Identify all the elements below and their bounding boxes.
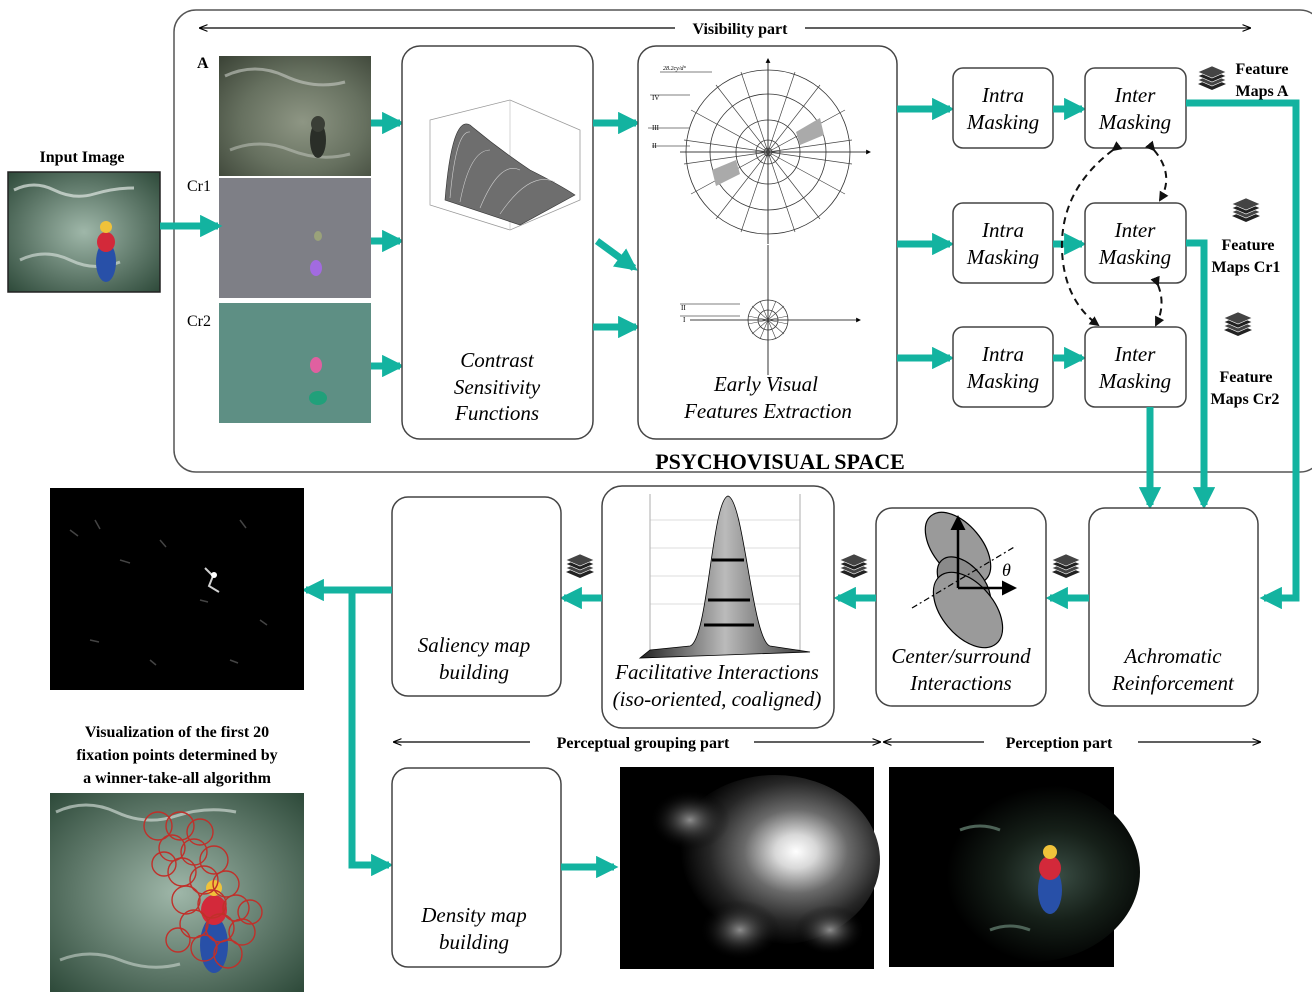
maps-stack-icon-2 [839,553,869,579]
theta-symbol: θ [1002,560,1011,580]
channel-image-cr1 [219,178,371,298]
density-line-2: building [439,930,509,954]
csf-block: Contrast Sensitivity Functions [401,45,594,440]
feature-maps-cr2-icon [1223,311,1253,337]
saliency-line-1: Saliency map [418,633,531,657]
channel-label-a: A [197,55,209,72]
center-surround-line-2: Interactions [909,671,1011,695]
achromatic-line-2: Reinforcement [1111,671,1235,695]
saliency-line-2: building [439,660,509,684]
saliency-map-building-block: Saliency map building [391,496,562,697]
visibility-part-label: Visibility part [693,21,789,38]
inter-masking-block-1: Inter Masking [1084,67,1187,149]
facilitative-peak-plot [638,494,811,659]
achromatic-line-1: Achromatic [1122,644,1222,668]
intra-masking-2-line-1: Intra [981,218,1024,242]
center-surround-block: θ Center/surround Interactions [875,507,1047,707]
achromatic-reinforcement-block: Achromatic Reinforcement [1088,507,1259,707]
feature-maps-cr2-line-1: Feature [1219,369,1272,386]
maps-stack-icon-1 [1051,553,1081,579]
intra-masking-1-line-1: Intra [981,83,1024,107]
intra-masking-1-line-2: Masking [966,110,1039,134]
inter-masking-2-line-1: Inter [1114,218,1157,242]
svg-text:I: I [683,316,686,324]
feature-maps-cr1-line-1: Feature [1221,237,1274,254]
intra-masking-2-line-2: Masking [966,245,1039,269]
intra-masking-3-line-2: Masking [966,369,1039,393]
intra-masking-3-line-1: Intra [981,342,1024,366]
input-image-label: Input Image [40,149,125,166]
maps-stack-icon-3 [565,553,595,579]
feature-maps-a-line-1: Feature [1235,61,1288,78]
center-surround-ellipses-icon: θ [911,511,1017,649]
visualization-caption-line-2: fixation points determined by [76,747,277,764]
inter-masking-2-line-2: Masking [1098,245,1171,269]
feature-maps-cr1-icon [1231,197,1261,223]
facilitative-line-1: Facilitative Interactions [614,660,819,684]
channel-image-cr2 [219,303,371,423]
csf-line-2: Sensitivity [454,375,541,399]
fixation-circles [143,811,263,969]
channel-image-a [219,56,371,176]
facilitative-interactions-block: Facilitative Interactions (iso-oriented,… [601,485,835,729]
density-line-1: Density map [420,903,527,927]
center-surround-line-1: Center/surround [891,644,1031,668]
saliency-map-image [50,488,304,690]
inter-masking-3-line-1: Inter [1114,342,1157,366]
inter-masking-dashed-interactions [1060,140,1169,327]
input-image [7,171,161,293]
svg-text:III: III [652,124,660,132]
inter-masking-1-line-2: Masking [1098,110,1171,134]
inter-masking-3-line-2: Masking [1098,369,1171,393]
intra-masking-block-3: Intra Masking [952,326,1054,408]
visualization-caption-line-3: a winner-take-all algorithm [83,770,272,787]
feature-maps-a-icon [1197,65,1227,91]
svg-text:28.2cy/d°: 28.2cy/d° [663,65,686,72]
svg-text:II: II [681,304,686,312]
evfe-line-2: Features Extraction [683,399,852,423]
evfe-block: 28.2cy/d° IV III II II I Early Visual Fe… [637,45,898,440]
evfe-polar-grid-large: 28.2cy/d° IV III II [648,58,871,244]
csf-line-1: Contrast [460,348,535,372]
psychovisual-space-frame [173,9,1312,473]
density-map-image [620,767,880,969]
feature-maps-a-line-2: Maps A [1236,83,1289,100]
perceptual-grouping-label: Perceptual grouping part [557,735,730,752]
csf-to-evfe-arrow-2 [594,238,638,271]
feature-maps-cr2-line-2: Maps Cr2 [1211,391,1280,408]
inter-masking-block-2: Inter Masking [1084,202,1187,284]
channel-label-cr2: Cr2 [187,313,211,330]
feature-maps-cr1-line-2: Maps Cr1 [1212,259,1281,276]
inter-masking-block-3: Inter Masking [1084,326,1187,408]
fixation-visualization-image [50,793,304,992]
visualization-caption-line-1: Visualization of the first 20 [85,724,269,741]
facilitative-line-2: (iso-oriented, coaligned) [613,687,822,711]
evfe-line-1: Early Visual [713,372,818,396]
svg-text:II: II [652,142,657,150]
channel-label-cr1: Cr1 [187,178,211,195]
perception-image [889,767,1140,967]
maps-a-to-achromatic-arrow [1186,99,1300,610]
density-map-building-block: Density map building [391,767,562,968]
saliency-to-density-arrow [348,590,394,877]
psychovisual-space-title: PSYCHOVISUAL SPACE [655,449,905,474]
csf-surface-plot [429,99,581,231]
intra-masking-block-1: Intra Masking [952,67,1054,149]
maps-cr1-to-achromatic-arrow [1186,239,1216,510]
intra-masking-block-2: Intra Masking [952,202,1054,284]
csf-line-3: Functions [454,401,539,425]
evfe-polar-grid-small: II I [680,245,861,375]
svg-text:IV: IV [652,94,659,102]
perception-part-label: Perception part [1006,735,1113,752]
inter-masking-1-line-1: Inter [1114,83,1157,107]
